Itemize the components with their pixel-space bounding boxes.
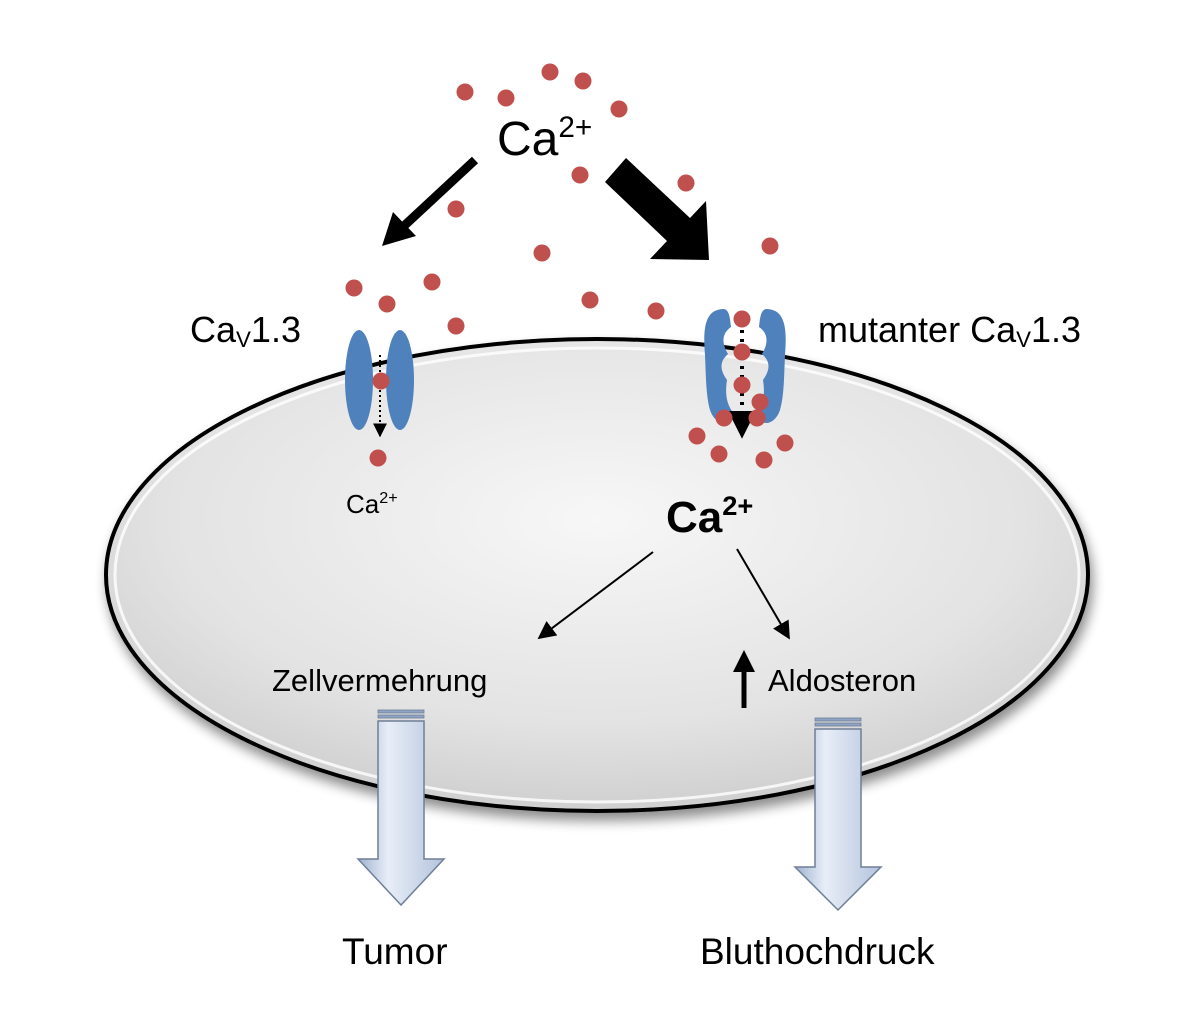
calcium-ion — [776, 434, 794, 452]
channel-normal-label: CaV1.3 — [190, 309, 301, 352]
hypertension-label: Bluthochdruck — [700, 931, 935, 972]
thin-entry-arrow — [382, 156, 479, 246]
calcium-ion — [372, 372, 390, 390]
channel-mutant — [704, 309, 786, 439]
calcium-ion — [761, 237, 779, 255]
calcium-ion — [733, 376, 751, 394]
calcium-ion — [647, 302, 665, 320]
calcium-ion — [345, 279, 363, 297]
calcium-ion — [688, 427, 706, 445]
channel-normal — [345, 330, 414, 438]
block-arrow-hypertension — [793, 717, 883, 912]
calcium-ion — [751, 393, 769, 411]
aldosterone-label: Aldosteron — [768, 663, 917, 698]
calcium-ion — [541, 63, 559, 81]
calcium-ion — [378, 295, 396, 313]
proliferation-label: Zellvermehrung — [272, 663, 488, 698]
cell — [104, 337, 1090, 813]
increase-arrow-icon — [733, 650, 755, 708]
calcium-ion — [369, 449, 387, 467]
block-arrow-tumor — [356, 709, 446, 907]
calcium-ions — [345, 63, 794, 469]
calcium-ion — [755, 451, 773, 469]
calcium-ion — [733, 310, 751, 328]
calcium-ion — [497, 89, 515, 107]
arrow-to-aldosterone — [736, 548, 790, 640]
calcium-ion — [748, 409, 766, 427]
calcium-ion — [571, 166, 589, 184]
calcium-label-mutant-influx: Ca2+ — [666, 490, 754, 542]
calcium-ion — [456, 83, 474, 101]
thick-entry-arrow — [605, 158, 709, 260]
calcium-ion — [610, 100, 628, 118]
calcium-ion — [715, 409, 733, 427]
calcium-ion — [581, 291, 599, 309]
calcium-ion — [533, 244, 551, 262]
channel-mutant-label: mutanter CaV1.3 — [818, 309, 1082, 352]
calcium-ion — [710, 445, 728, 463]
calcium-ion — [447, 200, 465, 218]
calcium-ion — [447, 317, 465, 335]
calcium-label-normal-influx: Ca2+ — [346, 489, 398, 519]
calcium-ion — [733, 343, 751, 361]
calcium-label-extracellular: Ca2+ — [497, 110, 593, 166]
calcium-ion — [574, 72, 592, 90]
arrow-to-proliferation — [537, 551, 654, 640]
tumor-label: Tumor — [342, 931, 448, 972]
calcium-ion — [677, 174, 695, 192]
calcium-ion — [423, 273, 441, 291]
